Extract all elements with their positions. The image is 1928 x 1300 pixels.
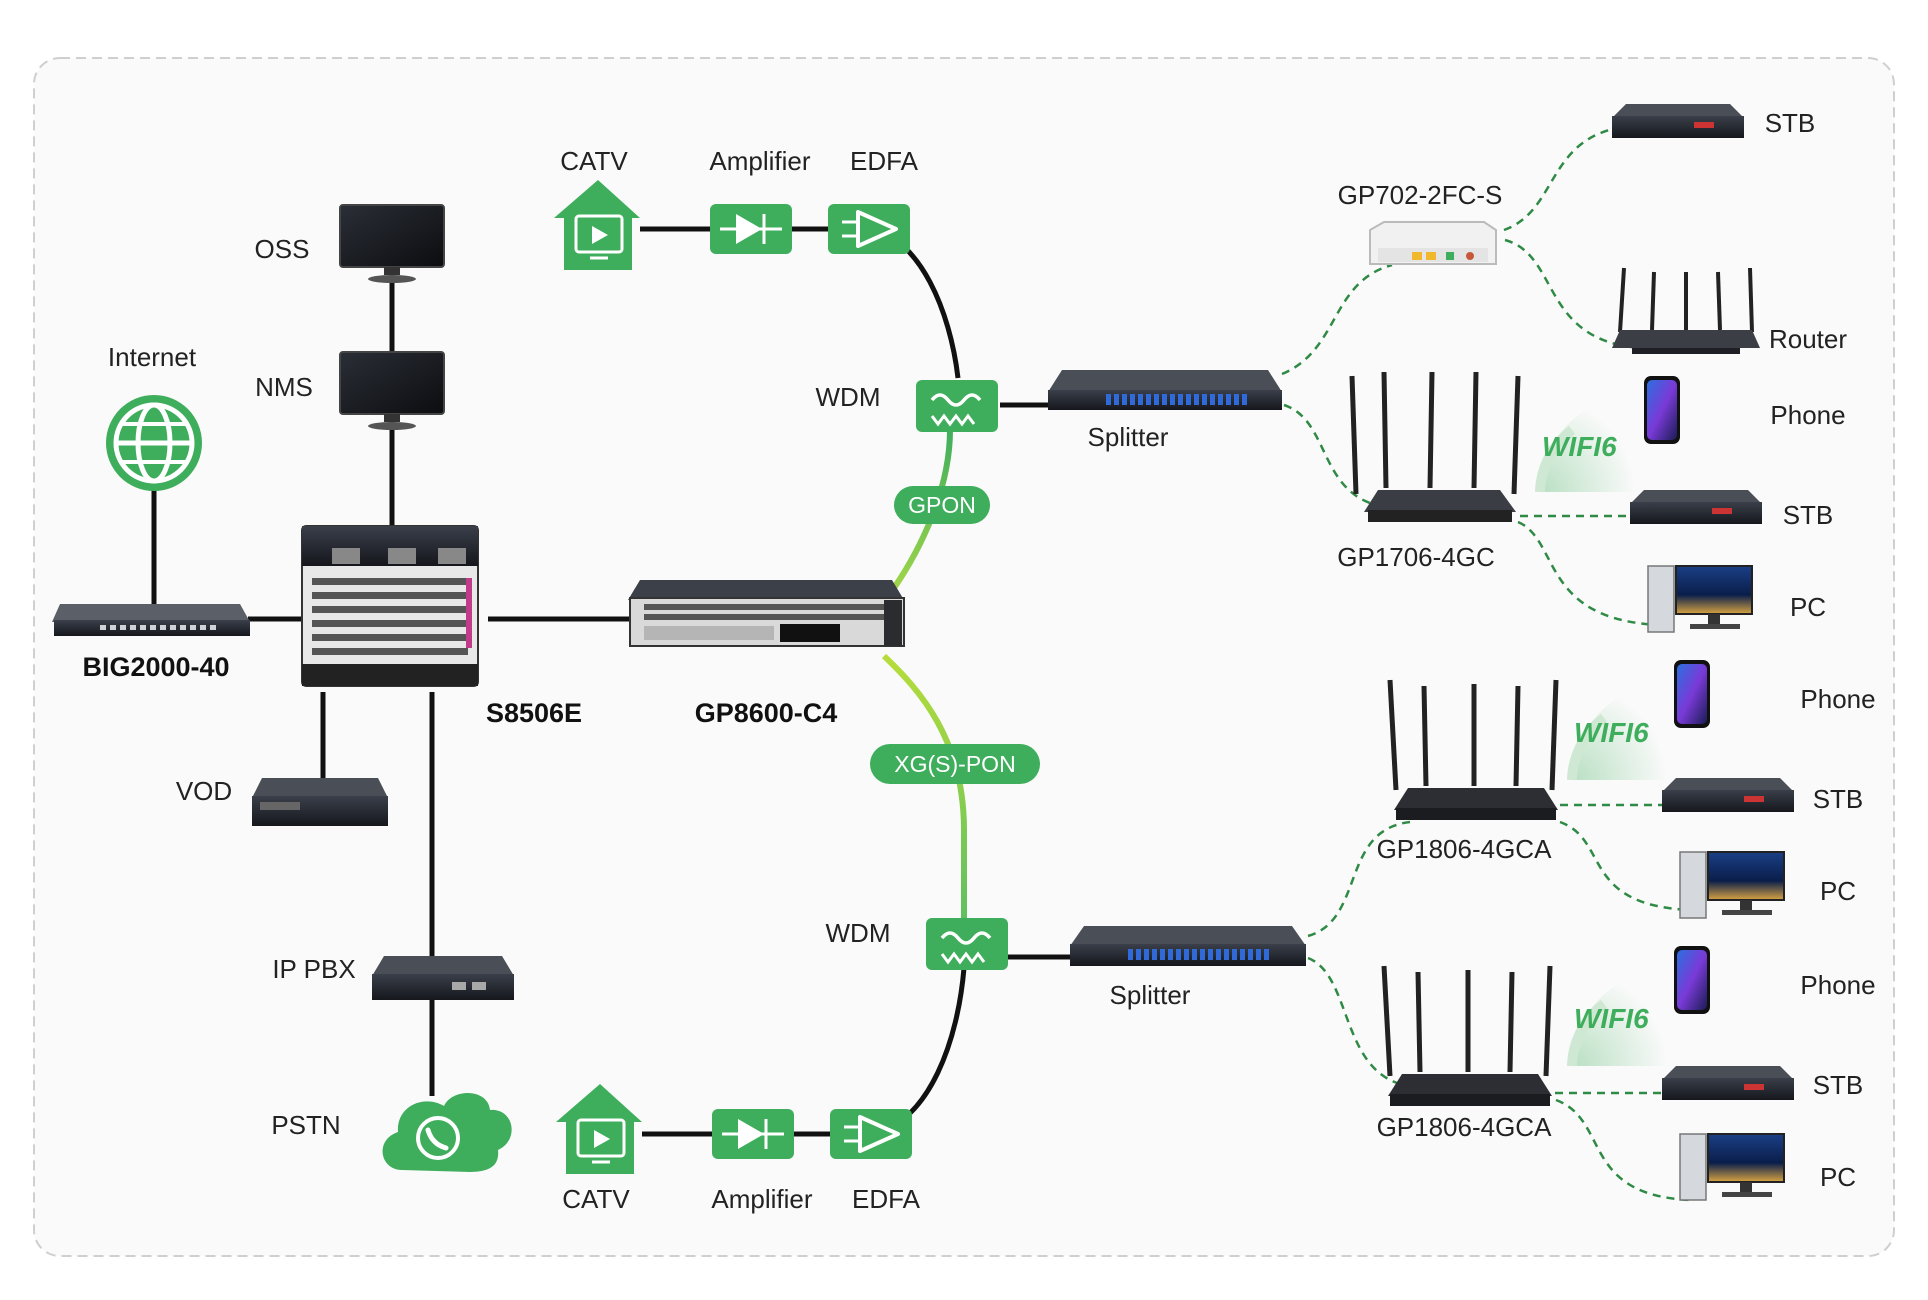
wdm-top-icon <box>916 380 998 432</box>
catv-bottom-icon <box>556 1084 642 1174</box>
wifi6-wave-1-icon <box>1535 396 1636 493</box>
amplifier-bottom-label: Amplifier <box>711 1184 812 1214</box>
gpon-label: GPON <box>908 492 976 518</box>
pc-3-label: PC <box>1820 1162 1856 1192</box>
edfa-top-label: EDFA <box>850 146 919 176</box>
stb-1-label: STB <box>1765 108 1816 138</box>
oss-label: OSS <box>255 234 310 264</box>
gp702-ont-icon <box>1369 221 1497 265</box>
xgpon-label: XG(S)-PON <box>894 751 1015 777</box>
catv-top-label: CATV <box>560 146 628 176</box>
ip-pbx-icon <box>372 956 514 1000</box>
s8506e-label: S8506E <box>486 698 582 728</box>
wdm-top-label: WDM <box>816 382 881 412</box>
edfa-top-icon <box>828 204 910 254</box>
splitter-top-icon <box>1048 370 1282 410</box>
wired-links <box>151 226 1070 1137</box>
gp1706-router-icon <box>1349 371 1521 522</box>
stb-top-icon <box>1612 104 1744 138</box>
wdm-bottom-label: WDM <box>826 918 891 948</box>
amplifier-top-icon <box>710 204 792 254</box>
wifi6-wave-2-icon <box>1567 684 1668 781</box>
splitter-bottom-label: Splitter <box>1110 980 1191 1010</box>
wifi6-wave-3-icon <box>1567 970 1668 1067</box>
internet-globe-icon <box>106 395 202 491</box>
pstn-label: PSTN <box>271 1110 340 1140</box>
wdm-bottom-icon <box>926 918 1008 970</box>
phone-2-icon <box>1674 660 1710 728</box>
xgpon-badge: XG(S)-PON <box>870 744 1040 784</box>
gpon-badge: GPON <box>894 486 990 524</box>
ip-pbx-label: IP PBX <box>272 954 355 984</box>
internet-label: Internet <box>108 342 197 372</box>
router-icon <box>1612 267 1760 354</box>
wifi6-label-1: WIFI6 <box>1542 431 1617 462</box>
nms-label: NMS <box>255 372 313 402</box>
edfa-bottom-label: EDFA <box>852 1184 921 1214</box>
gp1806-1-label: GP1806-4GCA <box>1377 834 1553 864</box>
big2000-label: BIG2000-40 <box>82 652 229 682</box>
amplifier-bottom-icon <box>712 1109 794 1159</box>
wifi6-label-3: WIFI6 <box>1574 1003 1649 1034</box>
phone-3-label: Phone <box>1800 970 1875 1000</box>
stb-3-icon <box>1662 778 1794 812</box>
pc-1-icon <box>1647 565 1753 633</box>
pc-2-label: PC <box>1820 876 1856 906</box>
stb-2-icon <box>1630 490 1762 524</box>
gp1806-router-2-icon <box>1381 965 1553 1106</box>
stb-4-label: STB <box>1813 1070 1864 1100</box>
big2000-switch-icon <box>52 604 250 636</box>
stb-4-icon <box>1662 1066 1794 1100</box>
catv-top-icon <box>554 180 640 270</box>
pc-2-icon <box>1679 851 1785 919</box>
gp8600-label: GP8600-C4 <box>695 698 838 728</box>
phone-3-icon <box>1674 946 1710 1014</box>
catv-bottom-label: CATV <box>562 1184 630 1214</box>
pc-1-label: PC <box>1790 592 1826 622</box>
gp8600-olt-icon <box>628 580 905 647</box>
xgpon-link <box>881 653 967 920</box>
stb-2-label: STB <box>1783 500 1834 530</box>
nms-monitor-icon <box>339 351 445 430</box>
gp1806-router-1-icon <box>1387 679 1559 820</box>
phone-2-label: Phone <box>1800 684 1875 714</box>
gp1806-2-label: GP1806-4GCA <box>1377 1112 1553 1142</box>
oss-monitor-icon <box>339 204 445 283</box>
stb-3-label: STB <box>1813 784 1864 814</box>
splitter-bottom-icon <box>1070 926 1306 966</box>
pc-3-icon <box>1679 1133 1785 1201</box>
edfa-bottom-icon <box>830 1109 912 1159</box>
wifi6-label-2: WIFI6 <box>1574 717 1649 748</box>
vod-label: VOD <box>176 776 232 806</box>
gp1706-label: GP1706-4GC <box>1337 542 1495 572</box>
gp702-label: GP702-2FC-S <box>1338 180 1503 210</box>
vod-server-icon <box>252 778 388 826</box>
dashed-links <box>1281 124 1691 1202</box>
pstn-cloud-icon <box>382 1092 512 1172</box>
router-label: Router <box>1769 324 1847 354</box>
amplifier-top-label: Amplifier <box>709 146 810 176</box>
s8506e-chassis-icon <box>301 525 479 687</box>
splitter-top-label: Splitter <box>1088 422 1169 452</box>
phone-1-icon <box>1644 376 1680 444</box>
phone-1-label: Phone <box>1770 400 1845 430</box>
